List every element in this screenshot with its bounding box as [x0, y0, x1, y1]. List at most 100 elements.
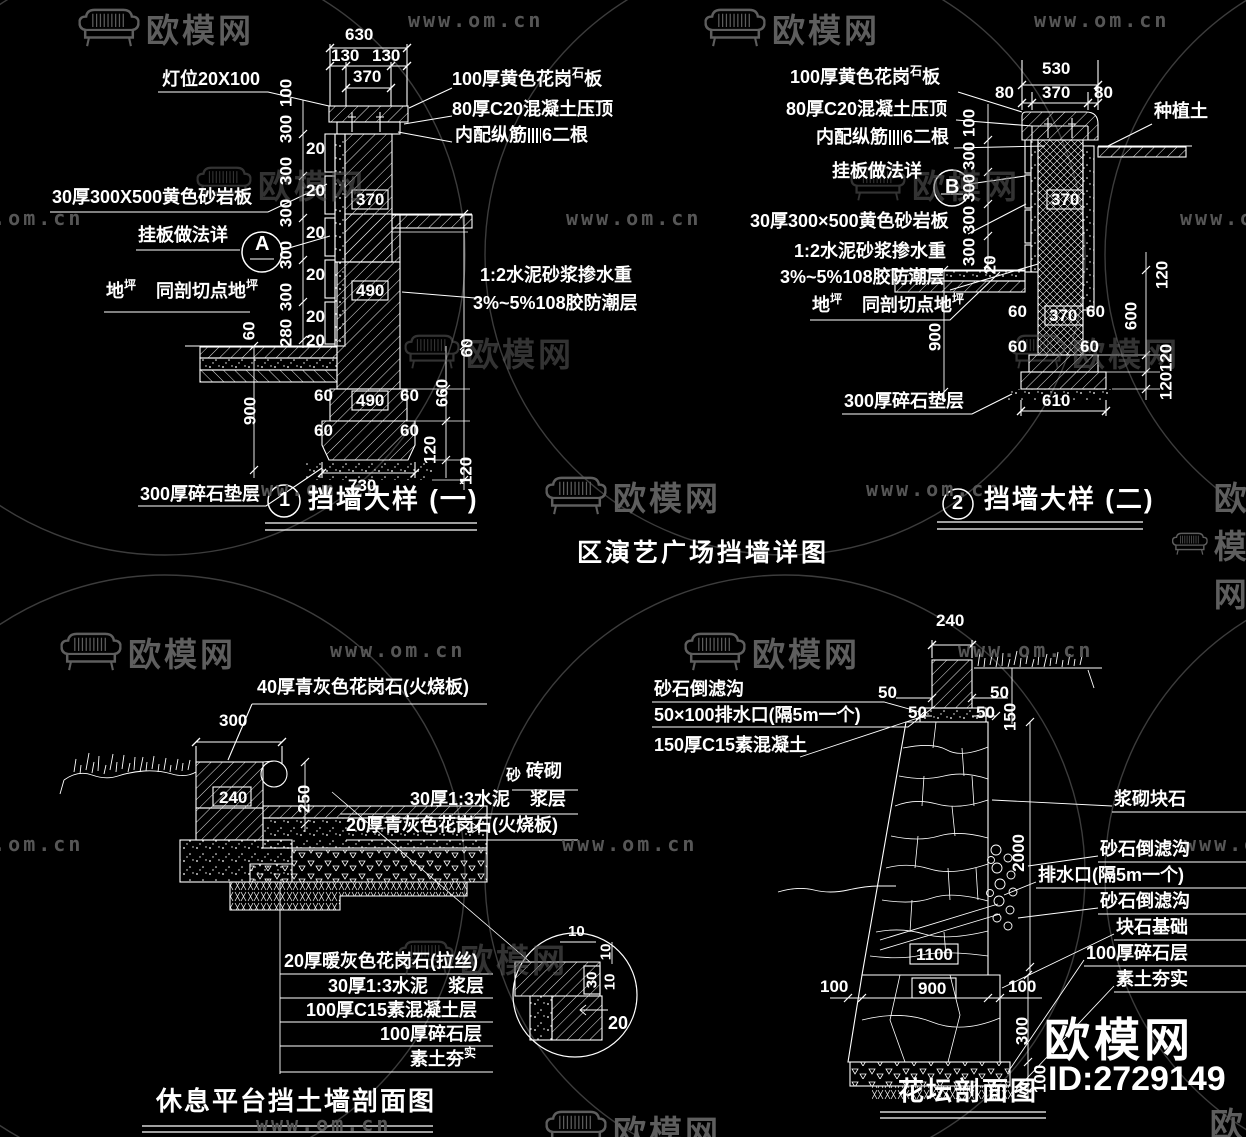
d3-dim-20: 20 — [608, 1013, 629, 1033]
d3-title: 休息平台挡土墙剖面图 — [156, 1086, 437, 1116]
d1-linework — [50, 43, 477, 531]
d3-label-cement2: 30厚1:3水泥浆层 — [328, 976, 485, 996]
d2-dim-60: 60 — [1008, 337, 1027, 356]
d4-linework — [652, 640, 1246, 1119]
d4-label-foundation: 块石基础 — [1116, 917, 1188, 937]
d1-dim-60: 60 — [457, 338, 477, 358]
d4-label-drain: 50×100排水口(隔5m一个) — [654, 705, 861, 725]
d3-dim-10: 10 — [568, 923, 585, 940]
d3-label-granite20b: 20厚暖灰色花岗石(拉丝) — [284, 951, 479, 971]
d2-dim-600: 600 — [1121, 301, 1141, 331]
d2-dim-20: 20 — [980, 255, 1000, 275]
d1-number: 1 — [279, 489, 291, 511]
d2-dim-900: 900 — [925, 322, 945, 352]
d2-label-granite: 100厚黄色花岗石板 — [790, 64, 941, 87]
d4-dim-100: 100 — [1008, 977, 1037, 996]
d1-dim-300: 300 — [276, 282, 296, 312]
d1-label-ground: 地坪同剖切点地坪 — [106, 278, 259, 301]
brand-watermark: 欧模网 — [684, 628, 860, 676]
d4-label-gravel: 100厚碎石层 — [1086, 943, 1189, 963]
d2-dim-120: 120 — [1152, 260, 1172, 290]
d4-dim-150: 150 — [1000, 702, 1020, 732]
d4-dim-900: 900 — [918, 979, 947, 998]
url-watermark: www.om.cn — [1184, 832, 1246, 856]
d2-dim-120: 120 — [1156, 343, 1176, 373]
d1-dim-20: 20 — [306, 307, 325, 326]
d3-dim-300: 300 — [219, 711, 248, 730]
url-watermark: www.om.cn — [958, 638, 1094, 662]
d1-dim-20: 20 — [306, 265, 325, 284]
d2-dim-530: 530 — [1042, 59, 1071, 78]
d3-label-cement: 30厚1:3水泥浆层 — [410, 789, 567, 809]
d4-dim-50: 50 — [990, 683, 1009, 702]
url-watermark: www.om.cn — [246, 477, 382, 501]
d3-dim-30: 30 — [583, 971, 601, 989]
d1-dim-370: 370 — [353, 67, 382, 86]
url-watermark: www.om.cn — [408, 8, 544, 32]
d3-label-brick: 砖砌 — [526, 761, 562, 781]
brand-watermark: 欧模网 — [398, 934, 568, 982]
d4-label-drain: 排水口(隔5m一个) — [1038, 865, 1185, 885]
d3-label-soil: 素土夯实 — [410, 1046, 477, 1069]
d4-dim-50: 50 — [878, 683, 897, 702]
d3-dim-10: 10 — [597, 943, 615, 961]
url-watermark: www.om.cn — [330, 638, 466, 662]
url-watermark: www.om.cn — [566, 206, 702, 230]
d2-dim-120: 120 — [1156, 371, 1176, 401]
d1-label-mortar: 1:2水泥砂浆掺水重 — [480, 265, 633, 285]
url-watermark: www.om.cn — [562, 832, 698, 856]
brand-watermark: 欧模网 — [404, 328, 574, 376]
brand-watermark: 欧模网 — [545, 472, 721, 520]
d2-label-sandstone: 30厚300×500黄色砂岩板 — [750, 211, 949, 231]
d1-dim-w370: 370 — [356, 190, 385, 209]
url-watermark: www.om.cn — [1034, 8, 1170, 32]
d4-label-filter: 砂石倒滤沟 — [1100, 839, 1190, 859]
brand-watermark: 欧模网 — [545, 1106, 721, 1137]
d4-dim-100: 100 — [820, 977, 849, 996]
d3-linework — [59, 703, 638, 1133]
d2-dim-80: 80 — [995, 83, 1014, 102]
d1-label-sandstone: 30厚300X500黄色砂岩板 — [52, 187, 253, 207]
d1-dim-60: 60 — [400, 421, 419, 440]
d1-dim-120: 120 — [420, 435, 440, 465]
d4-label-concrete: 150厚C15素混凝土 — [654, 735, 808, 755]
d1-label-cladding: 挂板做法详 — [138, 225, 228, 245]
site-id-watermark: ID:2729149 — [1048, 1060, 1226, 1098]
d1-dim-20: 20 — [306, 331, 325, 350]
d2-label-dampproof: 3%~5%108胶防潮层 — [780, 267, 945, 287]
d1-dim-100: 100 — [276, 78, 296, 108]
d3-dim-10: 10 — [601, 973, 619, 991]
rebar-phi-icon — [889, 130, 902, 145]
d1-title: 挡墙大样 (一) — [308, 484, 479, 514]
d4-label-soil: 素土夯实 — [1116, 969, 1188, 989]
d4-dim-2000: 2000 — [1008, 834, 1028, 872]
d1-label-dampproof: 3%~5%108胶防潮层 — [473, 293, 638, 313]
d1-label-granite: 100厚黄色花岗石板 — [452, 66, 603, 89]
d2-dim-300: 300 — [959, 237, 979, 267]
d4-label-filter: 砂石倒滤沟 — [654, 679, 744, 699]
d4-label-filter: 砂石倒滤沟 — [1100, 891, 1190, 911]
d1-dim-w490: 490 — [356, 281, 385, 300]
d2-dim-60: 60 — [1086, 302, 1105, 321]
d2-title: 挡墙大样 (二) — [984, 484, 1155, 514]
d2-dim-100: 100 — [959, 108, 979, 138]
d2-dim-300: 300 — [959, 141, 979, 171]
d2-detail-bubble: B — [945, 176, 960, 198]
d4-dim-50: 50 — [908, 703, 927, 722]
d2-dim-60: 60 — [1080, 337, 1099, 356]
d3-dim-250: 250 — [294, 784, 314, 814]
brand-watermark: 欧模网 — [78, 4, 254, 52]
d2-dim-60: 60 — [1008, 302, 1027, 321]
brand-text: 欧模网 — [146, 12, 254, 49]
d1-dim-660: 660 — [432, 378, 452, 408]
d1-dim-20: 20 — [306, 181, 325, 200]
url-watermark: www.om.cn — [866, 477, 1002, 501]
d2-dim-300: 300 — [959, 205, 979, 235]
d1-dim-130: 130 — [372, 46, 401, 65]
d1-dim-60: 60 — [314, 386, 333, 405]
url-watermark: www.om.cn — [1180, 206, 1246, 230]
url-watermark: www.om.cn — [0, 206, 84, 230]
d1-dim-60: 60 — [314, 421, 333, 440]
